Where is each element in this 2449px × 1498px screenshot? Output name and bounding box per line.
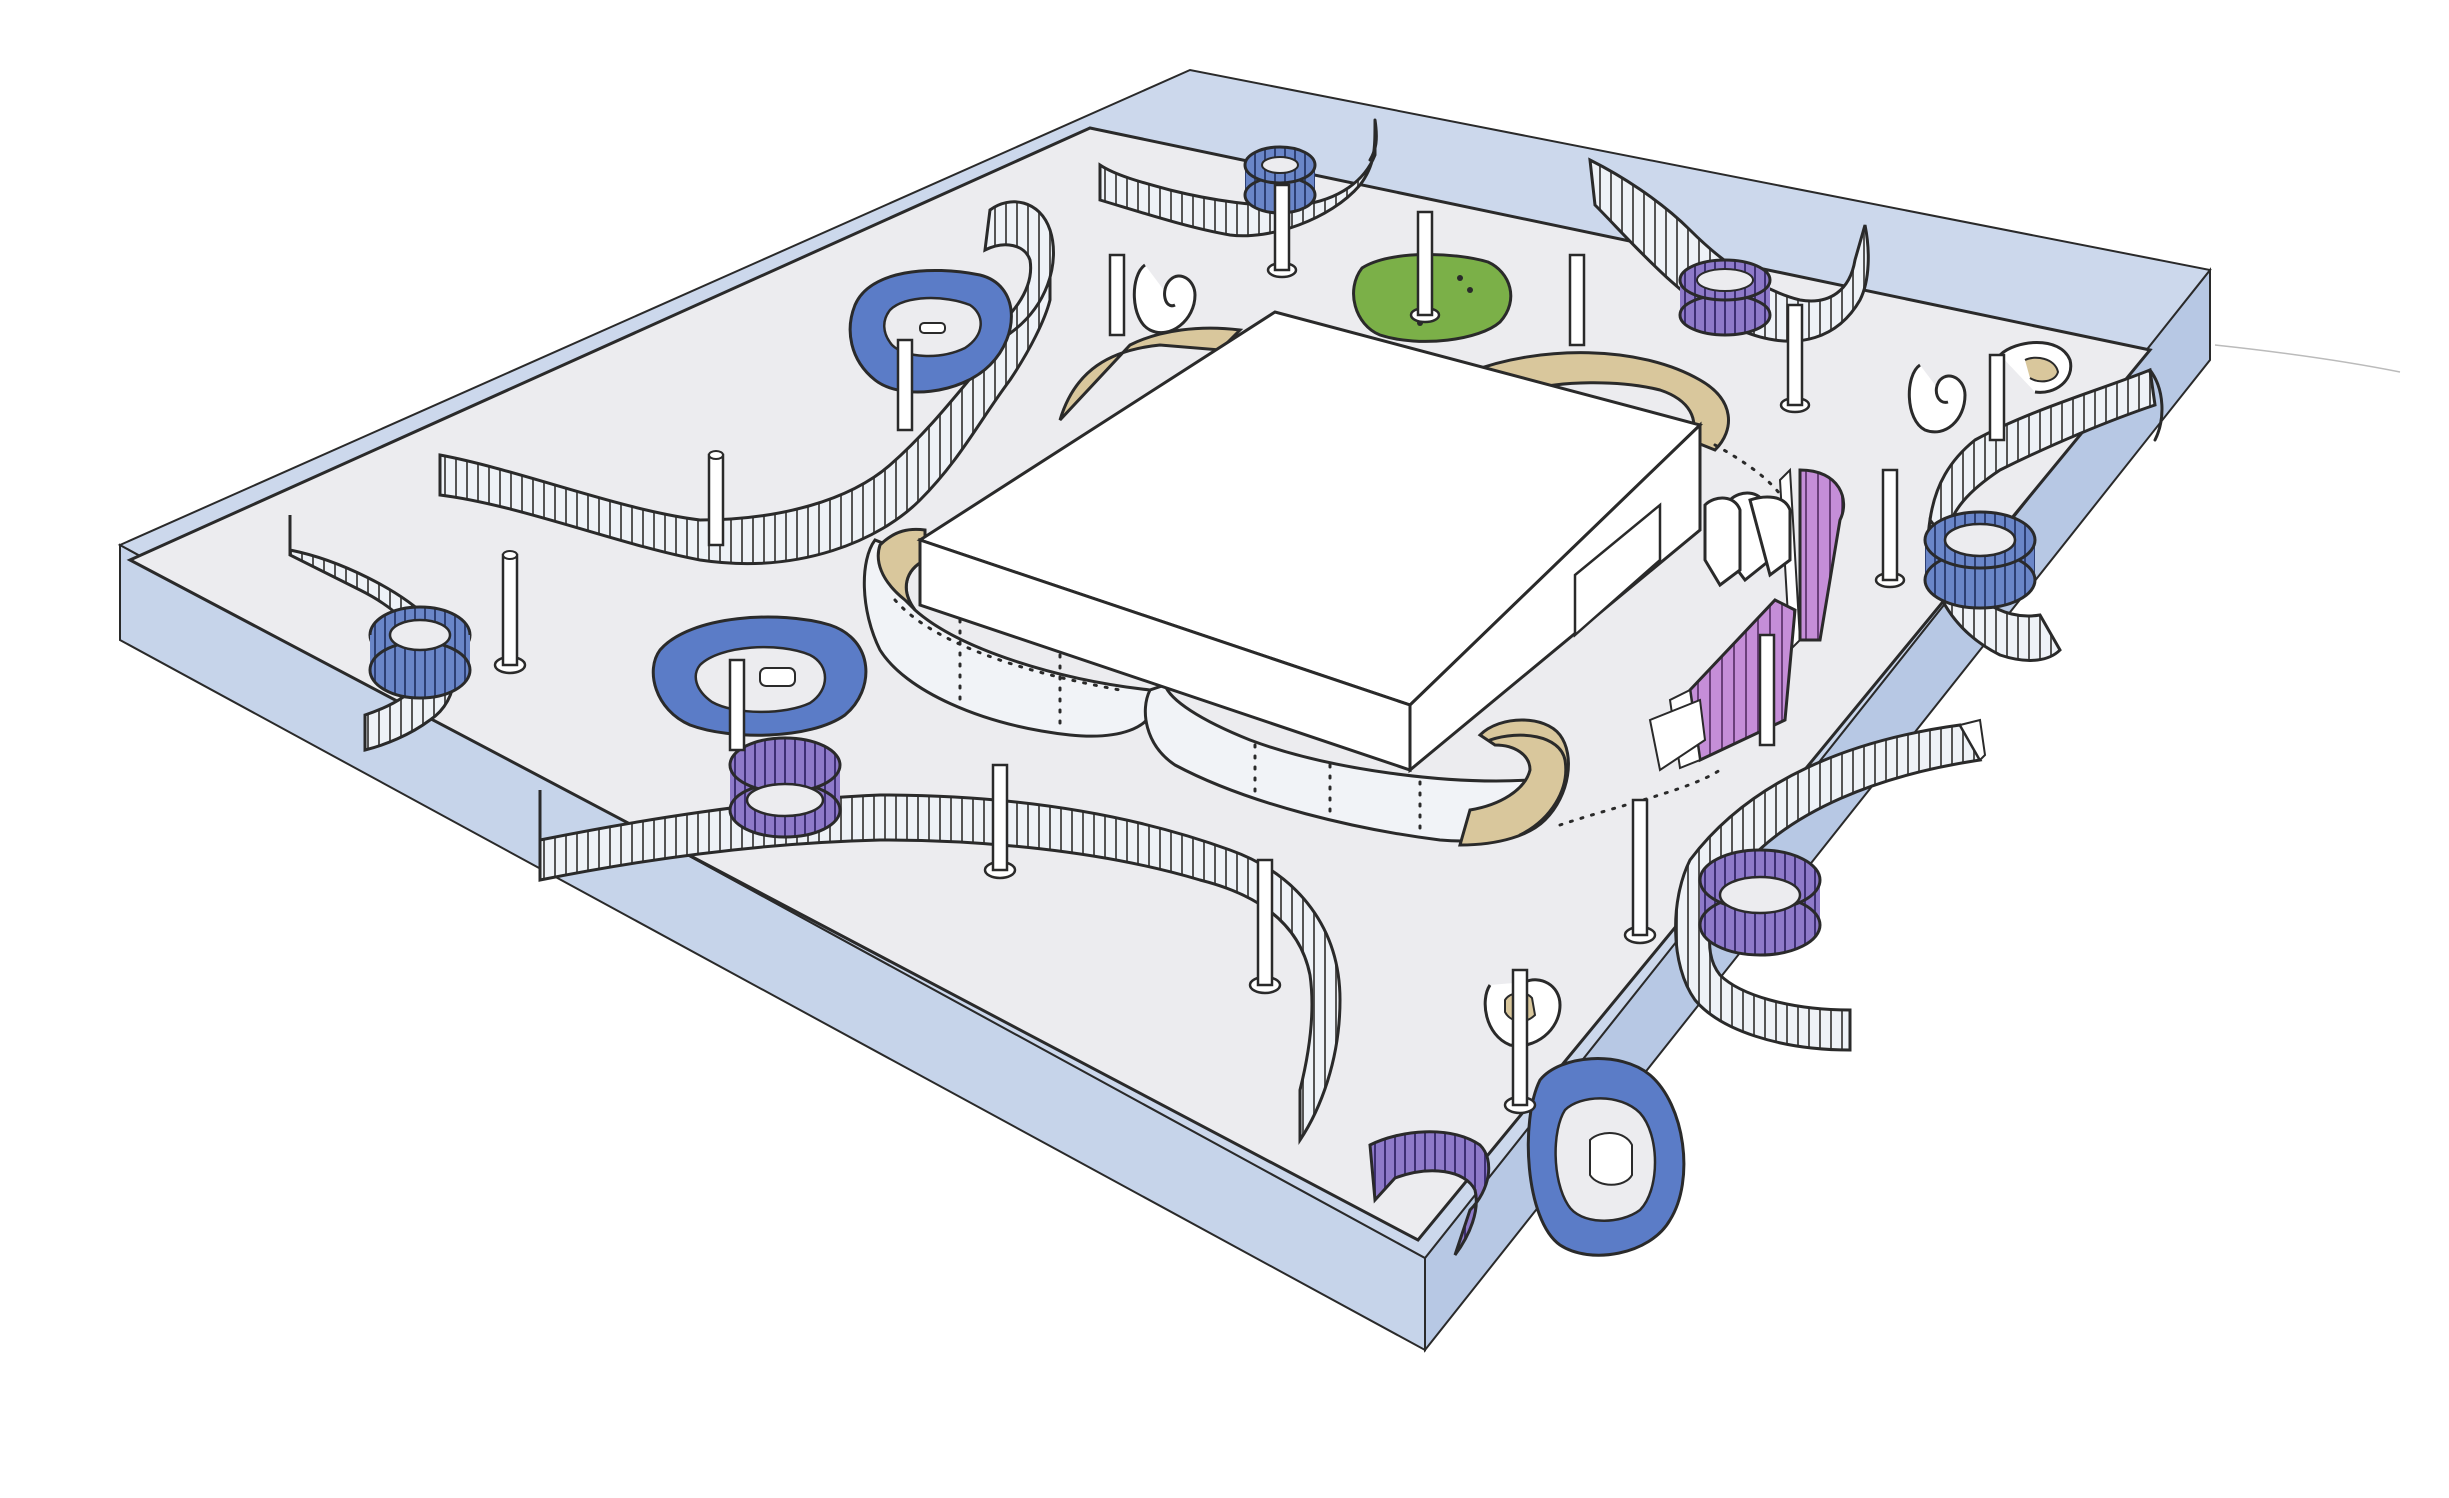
post [896, 338, 914, 432]
ribbon-wall-bottom-right [1674, 723, 1983, 1052]
post [1988, 353, 2006, 442]
central-block [916, 310, 1703, 774]
ribbon-wall-swirl-top [975, 200, 1055, 342]
pod-seats [651, 268, 1686, 1257]
ribbon-wall-right-back [1928, 367, 2157, 544]
pencil-mark [2214, 344, 2401, 373]
ring-seat-purple-top [1678, 258, 1772, 337]
post [1568, 253, 1586, 347]
pod-seat-left [651, 615, 868, 737]
ring-seats [368, 145, 2037, 957]
post [493, 550, 527, 675]
purple-arc-screen [1368, 1130, 1491, 1256]
ring-seat-left [368, 605, 472, 700]
post [983, 763, 1017, 880]
ring-seat-top [1243, 145, 1317, 215]
post [1266, 183, 1298, 279]
post [1248, 858, 1282, 995]
post [728, 658, 746, 752]
ring-seat-right [1923, 510, 2037, 610]
dotted-boundary-front [1558, 768, 1722, 827]
post [1409, 210, 1441, 324]
posts [493, 183, 2006, 1115]
pod-seat-bottom-right [1526, 1057, 1686, 1257]
ring-seat-purple-left [728, 736, 842, 839]
pod-seat-top-left [848, 268, 1013, 394]
wrap-bench [862, 326, 1730, 847]
ribbon-wall-main [538, 790, 1342, 1145]
post [1503, 968, 1537, 1115]
hook-chair-2 [1907, 363, 1967, 434]
post [1758, 633, 1776, 747]
post [1623, 798, 1657, 945]
post [1874, 468, 1906, 589]
post [707, 450, 725, 547]
hook-chair-1 [1132, 263, 1197, 334]
ring-seat-purple-right [1698, 848, 1822, 957]
post [1779, 303, 1811, 414]
post [1108, 253, 1126, 337]
